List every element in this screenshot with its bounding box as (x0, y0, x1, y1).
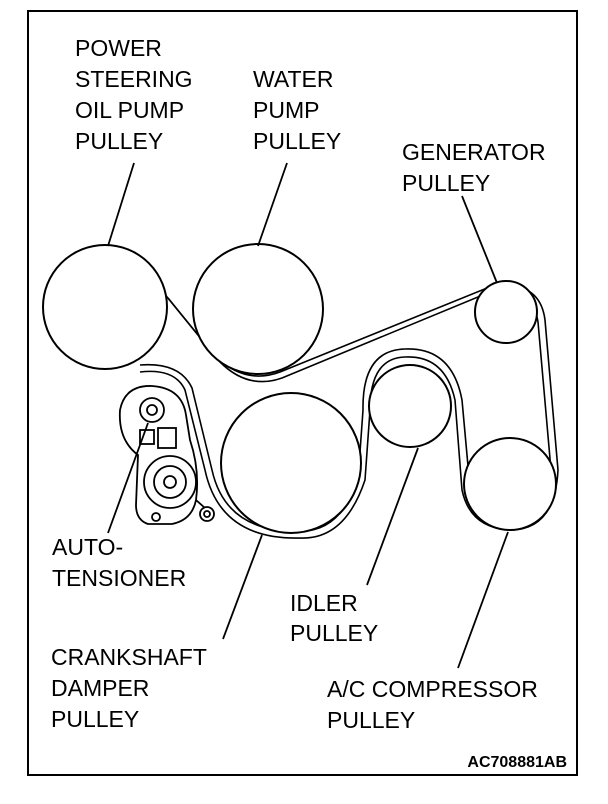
figure-code: AC708881AB (467, 754, 567, 771)
leader-crankshaft (222, 534, 263, 640)
leader-power-steering (107, 162, 135, 247)
crankshaft-damper-pulley (220, 392, 362, 534)
label-idler: IDLER PULLEY (290, 590, 378, 646)
ac-compressor-pulley (463, 437, 557, 531)
generator-pulley (474, 280, 538, 344)
idler-pulley (368, 364, 452, 448)
power-steering-pulley (42, 244, 168, 370)
label-crankshaft: CRANKSHAFT DAMPER PULLEY (51, 644, 213, 732)
leader-ac-compressor (457, 531, 509, 669)
water-pump-pulley (192, 243, 324, 375)
label-generator: GENERATOR PULLEY (402, 139, 552, 196)
leader-auto-tensioner (107, 422, 149, 534)
leader-idler (366, 447, 419, 586)
leader-water-pump (257, 162, 288, 247)
label-ac-compressor: A/C COMPRESSOR PULLEY (327, 676, 544, 733)
label-power-steering: POWER STEERING OIL PUMP PULLEY (75, 35, 199, 154)
auto-tensioner (118, 385, 215, 525)
label-auto-tensioner: AUTO- TENSIONER (52, 534, 186, 591)
label-water-pump: WATER PUMP PULLEY (253, 66, 341, 154)
leader-generator (461, 195, 498, 284)
